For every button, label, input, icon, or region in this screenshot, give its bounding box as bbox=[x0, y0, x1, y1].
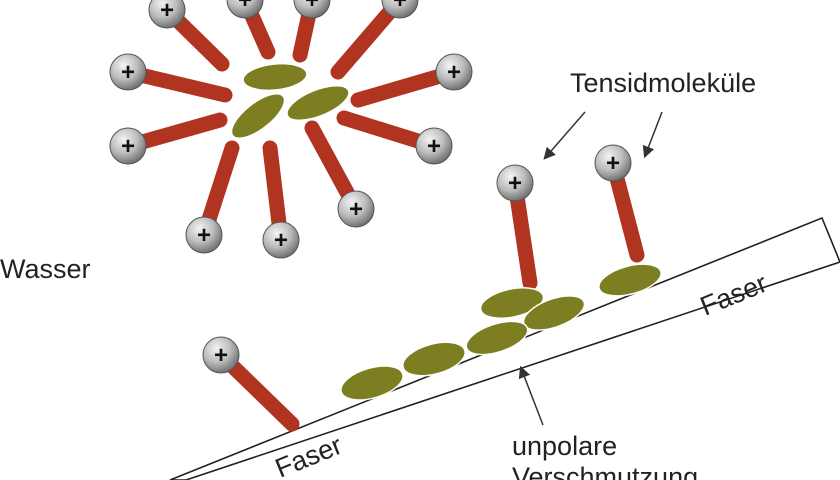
surfactant-head-icon: + bbox=[435, 53, 473, 91]
head-charge-label: + bbox=[508, 170, 522, 197]
head-charge-label: + bbox=[606, 150, 620, 177]
surfactant-head-icon: + bbox=[381, 0, 419, 19]
head-charge-label: + bbox=[427, 133, 441, 160]
oil-droplet-icon bbox=[242, 62, 308, 92]
head-sphere bbox=[109, 127, 147, 165]
label-surfactant-molecules: Tensidmoleküle bbox=[570, 68, 756, 98]
head-sphere bbox=[594, 144, 632, 182]
head-sphere bbox=[148, 0, 186, 29]
head-sphere bbox=[381, 0, 419, 19]
label-soil-line1: unpolare bbox=[512, 431, 617, 461]
head-sphere bbox=[496, 164, 534, 202]
surfactant-head-icon: + bbox=[293, 0, 331, 19]
head-charge-label: + bbox=[274, 227, 288, 254]
oil-droplet-icon bbox=[286, 84, 350, 122]
oil-droplet-icon bbox=[598, 263, 662, 297]
head-charge-label: + bbox=[393, 0, 407, 14]
label-soil-line2: Verschmutzung bbox=[512, 462, 698, 480]
head-sphere bbox=[109, 53, 147, 91]
oil-droplet-icon bbox=[230, 93, 286, 139]
surfactant-head-icon: + bbox=[594, 144, 632, 182]
head-charge-label: + bbox=[121, 59, 135, 86]
surfactant-head-icon: + bbox=[415, 127, 453, 165]
head-sphere bbox=[435, 53, 473, 91]
surfactant-head-icon: + bbox=[262, 221, 300, 259]
surfactant-head-icon: + bbox=[337, 190, 375, 228]
head-charge-label: + bbox=[160, 0, 174, 24]
oil-droplets bbox=[230, 62, 662, 401]
head-sphere bbox=[226, 0, 264, 19]
head-sphere bbox=[337, 190, 375, 228]
surfactant-head-icon: + bbox=[226, 0, 264, 19]
head-sphere bbox=[262, 221, 300, 259]
head-charge-label: + bbox=[214, 342, 228, 369]
arrow-to-soil bbox=[518, 365, 544, 426]
head-charge-label: + bbox=[121, 133, 135, 160]
head-charge-label: + bbox=[305, 0, 319, 14]
oil-droplet-icon bbox=[465, 320, 529, 356]
head-sphere bbox=[185, 216, 223, 254]
head-sphere bbox=[202, 336, 240, 374]
surfactant-heads: + + + + + + + + + + + + + + bbox=[109, 0, 632, 374]
oil-droplet-icon bbox=[402, 341, 466, 377]
oil-droplet-icon bbox=[340, 365, 404, 401]
head-sphere bbox=[415, 127, 453, 165]
head-charge-label: + bbox=[197, 222, 211, 249]
head-charge-label: + bbox=[349, 196, 363, 223]
label-water: Wasser bbox=[0, 254, 91, 284]
arrow-to-molecule-2 bbox=[642, 111, 663, 159]
surfactant-head-icon: + bbox=[148, 0, 186, 29]
head-charge-label: + bbox=[447, 59, 461, 86]
surfactant-head-icon: + bbox=[185, 216, 223, 254]
arrow-to-molecule-1 bbox=[543, 111, 586, 160]
surfactant-head-icon: + bbox=[202, 336, 240, 374]
head-sphere bbox=[293, 0, 331, 19]
surfactant-head-icon: + bbox=[109, 127, 147, 165]
oil-droplet-icon bbox=[479, 287, 545, 319]
surfactant-head-icon: + bbox=[496, 164, 534, 202]
surfactant-head-icon: + bbox=[109, 53, 147, 91]
head-charge-label: + bbox=[238, 0, 252, 14]
